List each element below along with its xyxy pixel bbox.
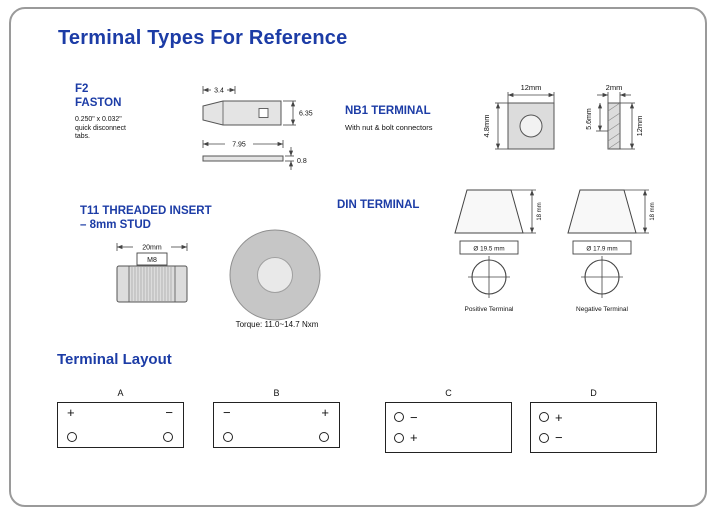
layout-c-bottom-sign: + <box>410 430 418 446</box>
t11-thread-hatch <box>131 267 172 301</box>
layout-a-label: A <box>117 388 124 398</box>
nb1-title: NB1 TERMINAL <box>345 105 431 117</box>
din-negative-dim-lines <box>624 189 649 234</box>
nb1-subtitle: With nut & bolt connectors <box>345 123 433 132</box>
din-negative-cone <box>567 189 637 234</box>
din-positive-cone <box>454 189 524 234</box>
din-negative-drawing: 18 mm Ø 17.9 mm Negative Terminal <box>567 189 656 313</box>
f2-section-text: F2 FASTON 0.250" x 0.032" quick disconne… <box>75 82 190 142</box>
layout-c-label: C <box>445 388 452 398</box>
nb1-dim-width-lines <box>507 92 555 103</box>
nb1-dim-height-lines <box>495 102 508 150</box>
t11-washer-inner <box>257 257 293 293</box>
layout-d-top-row: + <box>531 411 656 424</box>
f2-dim-length-label: 7.95 <box>232 142 246 149</box>
f2-side-view <box>202 155 284 162</box>
f2-dim-thickness-label: 0.8 <box>297 158 307 165</box>
din-negative-top-view <box>581 256 623 298</box>
layout-b-label: B <box>273 388 280 398</box>
f2-drawing: 3.4 6.35 7.95 0.8 <box>202 86 313 170</box>
layout-c-top-post <box>394 412 404 423</box>
layout-box-b: − + <box>213 402 340 448</box>
f2-dim-tip-width-label: 3.4 <box>214 88 224 95</box>
nb1-dim-width-label: 12mm <box>521 83 542 92</box>
layout-a-left-sign: + <box>67 405 75 420</box>
t11-thread-callout <box>136 252 168 266</box>
layout-a-right-sign: − <box>165 405 173 420</box>
layout-c-bottom-post <box>394 432 404 443</box>
t11-dim-length-lines <box>116 243 188 251</box>
layout-b-left-sign: − <box>223 405 231 420</box>
nb1-section-text: NB1 TERMINAL With nut & bolt connectors <box>345 104 495 132</box>
nb1-dim-side-height-label: 12mm <box>635 116 644 137</box>
layout-d-top-post <box>539 412 549 423</box>
f2-code: F2 <box>75 83 89 95</box>
din-negative-diameter-box <box>572 240 632 255</box>
nb1-dim-height-label: 4.8mm <box>482 115 491 138</box>
din-positive-diameter-box <box>459 240 519 255</box>
page-title: Terminal Types For Reference <box>58 27 348 49</box>
din-positive-diameter-label: Ø 19.5 mm <box>473 246 504 253</box>
layout-d-bottom-sign: − <box>555 430 563 446</box>
din-negative-name-label: Negative Terminal <box>576 306 628 313</box>
nb1-dim-side-height-lines <box>620 102 635 150</box>
layout-c-top-row: − <box>386 411 511 424</box>
f2-top-view <box>202 100 282 126</box>
layout-box-d: + − <box>530 402 657 453</box>
terminal-layout-title: Terminal Layout <box>57 351 172 368</box>
f2-dim-height-label: 6.35 <box>299 111 313 118</box>
layout-c-top-sign: − <box>410 409 418 425</box>
layout-b-right-sign: + <box>321 405 329 420</box>
f2-dim-height-lines <box>283 100 296 126</box>
f2-name: FASTON <box>75 97 122 109</box>
layout-box-c: − + <box>385 402 512 453</box>
din-positive-name-label: Positive Terminal <box>464 306 514 313</box>
nb1-drawing: 12mm 4.8mm 2mm <box>482 83 644 150</box>
layout-b-left-post <box>223 432 233 442</box>
f2-desc-line2: quick disconnect <box>75 124 126 132</box>
t11-washer-drawing <box>229 229 321 321</box>
layout-a-left-post <box>67 432 77 442</box>
din-positive-top-view <box>468 256 510 298</box>
nb1-front-plate <box>507 102 555 150</box>
din-positive-dim-lines <box>511 189 536 234</box>
t11-torque-note: Torque: 11.0~14.7 Nxm <box>235 320 319 329</box>
f2-dim-tip-width-lines <box>202 86 236 94</box>
nb1-side-plate <box>607 102 621 150</box>
t11-drawing: 20mm M8 <box>116 243 188 303</box>
f2-dim-length-lines <box>202 140 284 148</box>
t11-section-text: T11 THREADED INSERT – 8mm STUD <box>80 204 260 232</box>
t11-cylinder <box>116 265 188 303</box>
layout-d-label: D <box>590 388 597 398</box>
nb1-dim-thickness-label: 2mm <box>606 83 623 92</box>
f2-desc-line1: 0.250" x 0.032" <box>75 116 122 123</box>
din-negative-diameter-label: Ø 17.9 mm <box>586 246 617 253</box>
layout-box-a: + − <box>57 402 184 448</box>
t11-thread-label: M8 <box>147 257 157 264</box>
din-negative-height-label: 18 mm <box>650 202 656 220</box>
din-positive-drawing: 18 mm Ø 19.5 mm Positive Terminal <box>454 189 543 313</box>
layout-d-top-sign: + <box>555 409 563 425</box>
din-positive-height-label: 18 mm <box>537 202 543 220</box>
t11-title-line2: – 8mm STUD <box>80 219 151 231</box>
f2-dim-thickness-lines <box>285 147 294 170</box>
din-title: DIN TERMINAL <box>337 199 420 211</box>
nb1-dim-hole-offset-lines <box>596 103 608 132</box>
layout-a-right-post <box>163 432 173 442</box>
t11-dim-length-label: 20mm <box>142 245 162 252</box>
layout-d-bottom-row: − <box>531 431 656 444</box>
f2-desc-line3: tabs. <box>75 133 90 141</box>
nb1-dim-hole-offset-label: 5.6mm <box>586 108 593 130</box>
layout-c-bottom-row: + <box>386 431 511 444</box>
layout-d-bottom-post <box>539 432 549 443</box>
t11-title-line1: T11 THREADED INSERT <box>80 205 212 217</box>
nb1-dim-thickness-lines <box>597 92 631 103</box>
layout-b-right-post <box>319 432 329 442</box>
